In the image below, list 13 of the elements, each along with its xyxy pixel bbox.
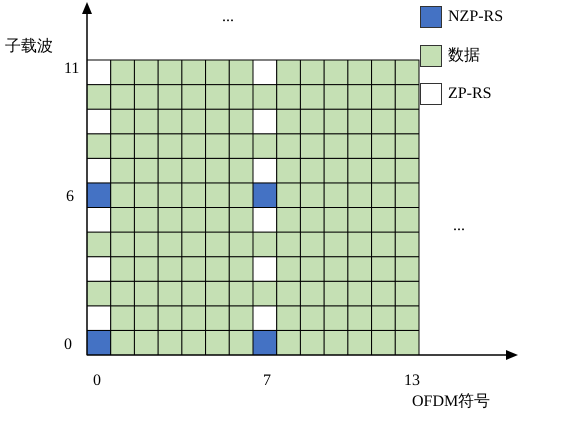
tick-label: 11: [64, 60, 80, 78]
ellipsis: ...: [222, 8, 234, 26]
tick-label: 6: [66, 188, 74, 206]
tick-label: 0: [64, 336, 72, 354]
ellipsis: ...: [453, 217, 465, 235]
tick-label: 13: [404, 372, 420, 390]
legend-label: ZP-RS: [448, 85, 492, 103]
tick-label: 7: [263, 372, 271, 390]
legend-label: NZP-RS: [448, 8, 504, 26]
tick-label: 0: [93, 372, 101, 390]
legend-label: 数据: [448, 46, 480, 64]
axis-title: OFDM符号: [412, 393, 490, 411]
axis-title: 子载波: [5, 38, 53, 56]
